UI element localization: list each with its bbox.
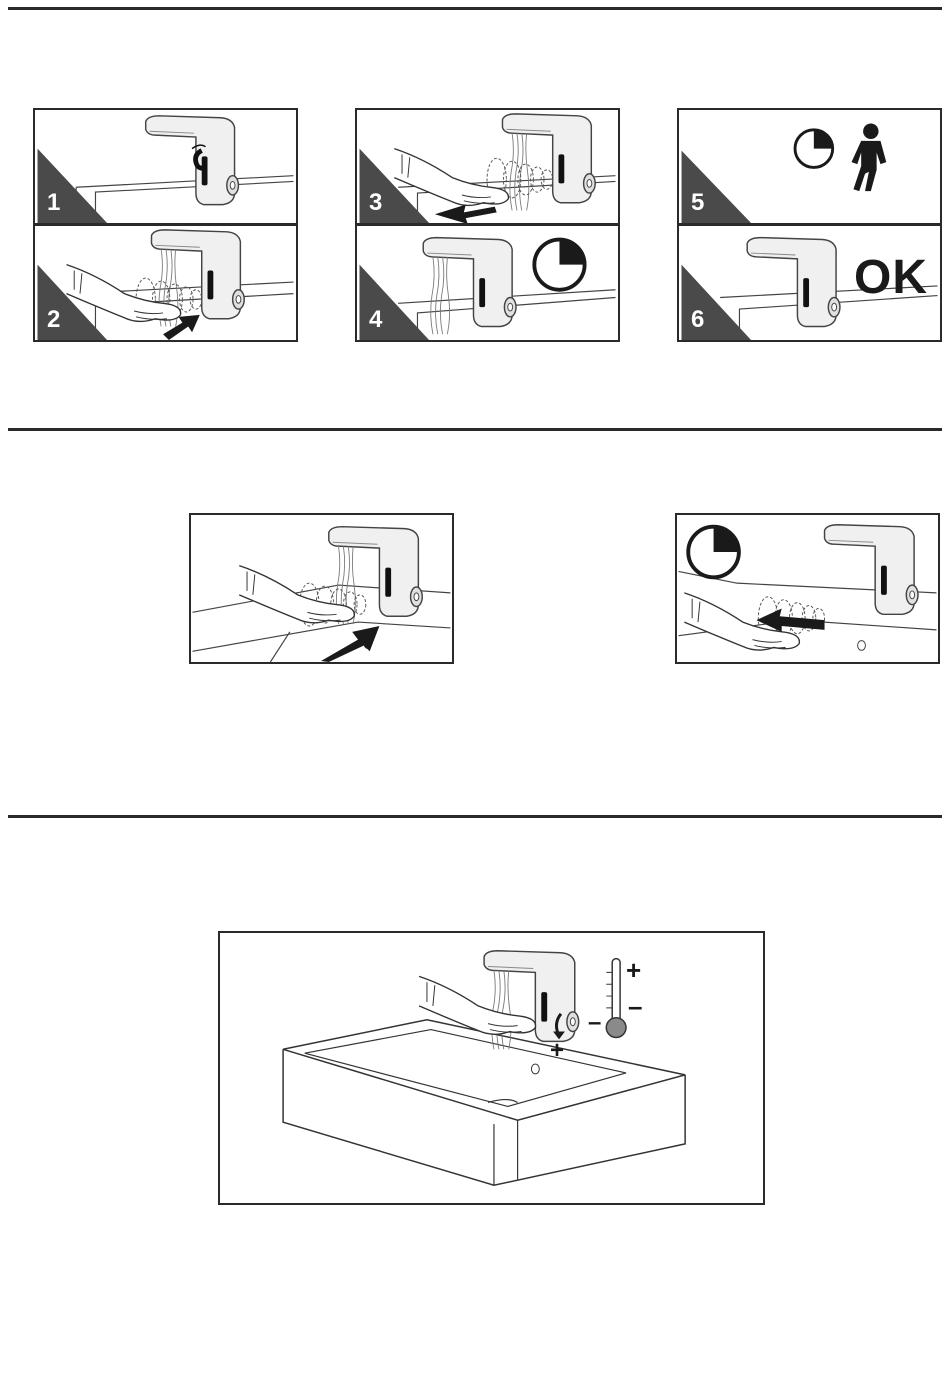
person-icon	[852, 124, 887, 192]
hand-icon	[35, 226, 296, 340]
step-number: 2	[47, 308, 60, 332]
temperature-minus-label: –	[628, 991, 642, 1022]
bottom-rule	[8, 815, 942, 818]
temperature-panel: + – – +	[218, 931, 765, 1205]
step-panel-5: 5	[677, 108, 942, 225]
hand-icon	[677, 515, 938, 662]
step-number: 1	[47, 191, 60, 215]
hand-icon	[191, 515, 452, 662]
step-panel-6: 6 OK	[677, 224, 942, 342]
top-rule	[8, 7, 942, 10]
hand-off-panel	[675, 513, 940, 664]
middle-rule	[8, 428, 942, 431]
step-panel-3: 3	[355, 108, 620, 225]
temperature-plus-label: +	[626, 955, 641, 986]
step-number: 4	[369, 308, 382, 332]
handle-plus-label: +	[550, 1037, 564, 1065]
handle-minus-label: –	[588, 1009, 601, 1037]
step-panel-2: 2	[33, 224, 298, 342]
step-number: 3	[369, 191, 382, 215]
timer-icon	[357, 226, 618, 340]
step-panel-4: 4	[355, 224, 620, 342]
ok-label: OK	[854, 250, 928, 305]
step-panel-1: 1	[33, 108, 298, 225]
hand-icon	[357, 110, 618, 223]
thermometer-icon	[606, 959, 626, 1038]
hand-on-panel	[189, 513, 454, 664]
faucet-icon	[35, 110, 296, 223]
step-number: 5	[691, 191, 704, 215]
person-leaving-icon	[679, 110, 940, 223]
step-number: 6	[691, 308, 704, 332]
washbasin-icon	[220, 933, 763, 1203]
